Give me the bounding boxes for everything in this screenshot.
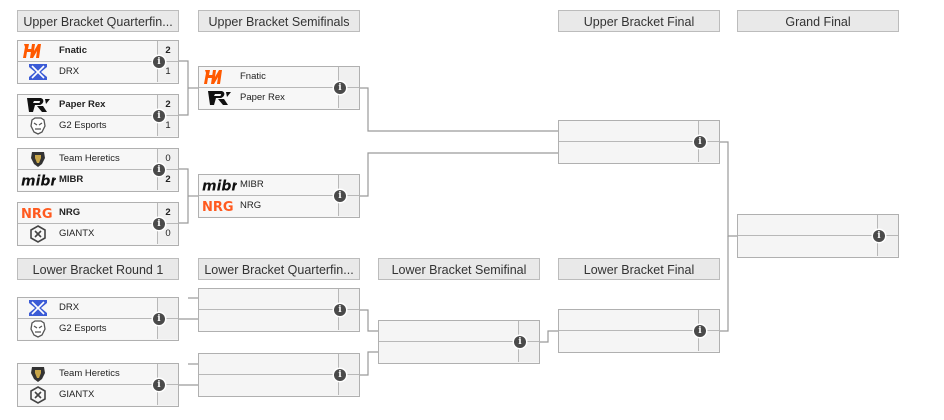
- team-name: MIBR: [240, 179, 264, 190]
- team-name: Fnatic: [59, 45, 87, 56]
- team-row[interactable]: Team Heretics 0: [18, 149, 178, 170]
- info-icon[interactable]: i: [153, 218, 165, 230]
- team-row[interactable]: G2 Esports 1: [18, 116, 178, 136]
- team-row[interactable]: [559, 310, 719, 331]
- team-row[interactable]: [559, 121, 719, 142]
- team-heretics-logo-icon: [31, 152, 45, 167]
- match-lb-semifinal[interactable]: i: [378, 320, 540, 364]
- team-row[interactable]: DRX 1: [18, 62, 178, 82]
- match-ubsf-2[interactable]: mibr MIBR NRG NRG i: [198, 174, 360, 218]
- info-icon[interactable]: i: [694, 136, 706, 148]
- round-header-grand-final: Grand Final: [737, 10, 899, 32]
- team-score: 2: [165, 99, 171, 110]
- round-header-lb-semifinal: Lower Bracket Semifinal: [378, 258, 540, 280]
- match-lbqf-1[interactable]: i: [198, 288, 360, 332]
- team-score: 0: [165, 153, 171, 164]
- fnatic-logo-icon: [23, 44, 41, 58]
- info-icon[interactable]: i: [334, 369, 346, 381]
- team-row[interactable]: mibr MIBR 2: [18, 170, 178, 190]
- match-lb-final[interactable]: i: [558, 309, 720, 353]
- info-icon[interactable]: i: [153, 56, 165, 68]
- paper-rex-logo-icon: [27, 98, 50, 112]
- info-icon[interactable]: i: [153, 164, 165, 176]
- info-icon[interactable]: i: [334, 82, 346, 94]
- drx-logo-icon: [29, 300, 47, 316]
- match-lbr1-1[interactable]: DRX G2 Esports i: [17, 297, 179, 341]
- team-name: NRG: [240, 200, 262, 211]
- paper-rex-logo-icon: [208, 91, 231, 105]
- team-row[interactable]: Paper Rex 2: [18, 95, 178, 116]
- round-header-lb-round1: Lower Bracket Round 1: [17, 258, 179, 280]
- team-row[interactable]: NRG NRG 2: [18, 203, 178, 224]
- info-icon[interactable]: i: [514, 336, 526, 348]
- match-ubqf-3[interactable]: Team Heretics 0 mibr MIBR 2 i: [17, 148, 179, 192]
- info-icon[interactable]: i: [153, 379, 165, 391]
- mibr-logo-text: mibr: [21, 174, 56, 190]
- team-score: 0: [165, 228, 171, 239]
- nrg-logo-text: NRG: [202, 200, 234, 215]
- info-icon[interactable]: i: [694, 325, 706, 337]
- giantx-logo-icon: [30, 225, 46, 243]
- team-name: GIANTX: [59, 389, 95, 400]
- g2-esports-logo-icon: [30, 117, 46, 135]
- team-name: DRX: [59, 302, 80, 313]
- team-row[interactable]: GIANTX 0: [18, 224, 178, 244]
- match-grand-final[interactable]: i: [737, 214, 899, 258]
- round-header-ub-final: Upper Bracket Final: [558, 10, 720, 32]
- team-name: Team Heretics: [59, 153, 120, 164]
- fnatic-logo-icon: [204, 70, 222, 84]
- nrg-logo-icon: NRG: [202, 200, 234, 215]
- giantx-logo-icon: [30, 386, 46, 404]
- team-name: G2 Esports: [59, 323, 107, 334]
- match-ubqf-1[interactable]: Fnatic 2 DRX 1 i: [17, 40, 179, 84]
- match-lbr1-2[interactable]: Team Heretics GIANTX i: [17, 363, 179, 407]
- team-name: Fnatic: [240, 71, 266, 82]
- match-lbqf-2[interactable]: i: [198, 353, 360, 397]
- team-score: 2: [165, 174, 171, 185]
- team-heretics-logo-icon: [31, 367, 45, 382]
- info-icon[interactable]: i: [873, 230, 885, 242]
- info-icon[interactable]: i: [153, 110, 165, 122]
- team-row[interactable]: GIANTX: [18, 385, 178, 405]
- team-score: 1: [165, 66, 171, 77]
- round-header-lb-final: Lower Bracket Final: [558, 258, 720, 280]
- match-ubqf-2[interactable]: Paper Rex 2 G2 Esports 1 i: [17, 94, 179, 138]
- round-header-lb-quarterfinals: Lower Bracket Quarterfin...: [198, 258, 360, 280]
- mibr-logo-text: mibr: [202, 179, 237, 195]
- g2-esports-logo-icon: [30, 320, 46, 338]
- team-name: NRG: [59, 207, 81, 218]
- match-ub-final[interactable]: i: [558, 120, 720, 164]
- round-header-ub-semifinals: Upper Bracket Semifinals: [198, 10, 360, 32]
- team-name: DRX: [59, 66, 80, 77]
- team-row[interactable]: DRX: [18, 298, 178, 319]
- drx-logo-icon: [29, 64, 47, 80]
- team-name: G2 Esports: [59, 120, 107, 131]
- nrg-logo-icon: NRG: [21, 207, 53, 222]
- team-row[interactable]: Fnatic 2: [18, 41, 178, 62]
- team-score: 1: [165, 120, 171, 131]
- info-icon[interactable]: i: [334, 190, 346, 202]
- team-name: Paper Rex: [59, 99, 106, 110]
- team-name: MIBR: [59, 174, 84, 185]
- round-header-ub-quarterfinals: Upper Bracket Quarterfin...: [17, 10, 179, 32]
- match-ubqf-4[interactable]: NRG NRG 2 GIANTX 0 i: [17, 202, 179, 246]
- team-row[interactable]: [199, 375, 359, 395]
- match-ubsf-1[interactable]: Fnatic Paper Rex i: [198, 66, 360, 110]
- team-score: 2: [165, 207, 171, 218]
- team-row[interactable]: G2 Esports: [18, 319, 178, 339]
- team-row[interactable]: Fnatic: [199, 67, 359, 88]
- mibr-logo-icon: mibr: [21, 174, 56, 190]
- team-name: Team Heretics: [59, 368, 120, 379]
- team-name: Paper Rex: [240, 92, 285, 103]
- nrg-logo-text: NRG: [21, 207, 53, 222]
- mibr-logo-icon: mibr: [202, 179, 237, 195]
- team-score: 2: [165, 45, 171, 56]
- info-icon[interactable]: i: [153, 313, 165, 325]
- info-icon[interactable]: i: [334, 304, 346, 316]
- team-name: GIANTX: [59, 228, 95, 239]
